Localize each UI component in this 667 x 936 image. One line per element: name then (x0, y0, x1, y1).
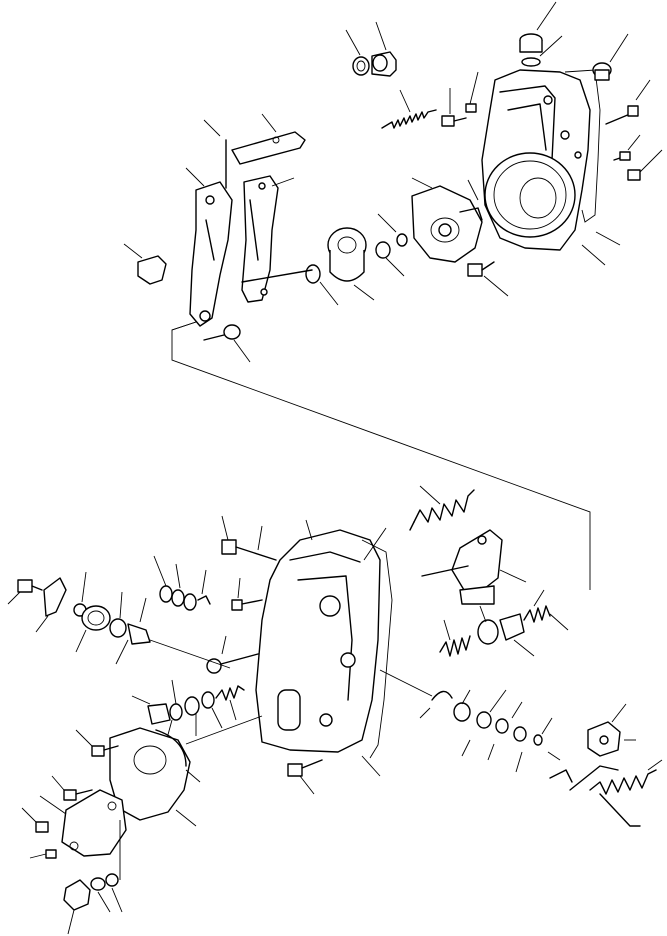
cap-screw (467, 261, 509, 297)
eye-bolts-right (605, 79, 663, 181)
sleeve (305, 213, 408, 306)
plug-bolt-right (592, 33, 629, 81)
tension-spring-upper (381, 89, 437, 129)
boost-adjuster (7, 571, 151, 665)
adjusting-screw (221, 515, 277, 561)
housing-bottom-screw (287, 755, 381, 795)
governor-cover-housing (481, 69, 621, 266)
governor-housing (255, 519, 393, 759)
cover-plate (21, 789, 127, 859)
washer-row-right (419, 689, 561, 773)
tension-lever (549, 703, 663, 827)
adjuster-to-housing-line (149, 639, 231, 669)
link-plate (203, 113, 306, 189)
governor-spring (409, 485, 475, 531)
oil-filler-plug (519, 1, 563, 67)
control-lever-shaft (421, 529, 527, 605)
screw-small (441, 71, 479, 127)
lower-assembly (7, 485, 663, 935)
flyweight-holder (411, 177, 483, 263)
right-side-parts (439, 589, 569, 657)
cover-to-housing-line (185, 715, 263, 745)
connection-lines (171, 321, 591, 590)
housing-screws-left (206, 577, 263, 674)
stopper-washers (153, 555, 211, 611)
spring-retainer-row (131, 679, 245, 743)
pivot-screw (203, 324, 251, 363)
cap-nut-bottom (63, 820, 123, 935)
stop-bracket (123, 243, 167, 285)
boost-compensator-cover (51, 727, 201, 827)
washer-and-plug (345, 21, 397, 77)
lever-shaft (241, 269, 313, 283)
floating-lever (241, 175, 295, 303)
governor-lever (185, 167, 233, 327)
housing-to-washers-line (379, 669, 433, 697)
upper-assembly (123, 1, 663, 363)
